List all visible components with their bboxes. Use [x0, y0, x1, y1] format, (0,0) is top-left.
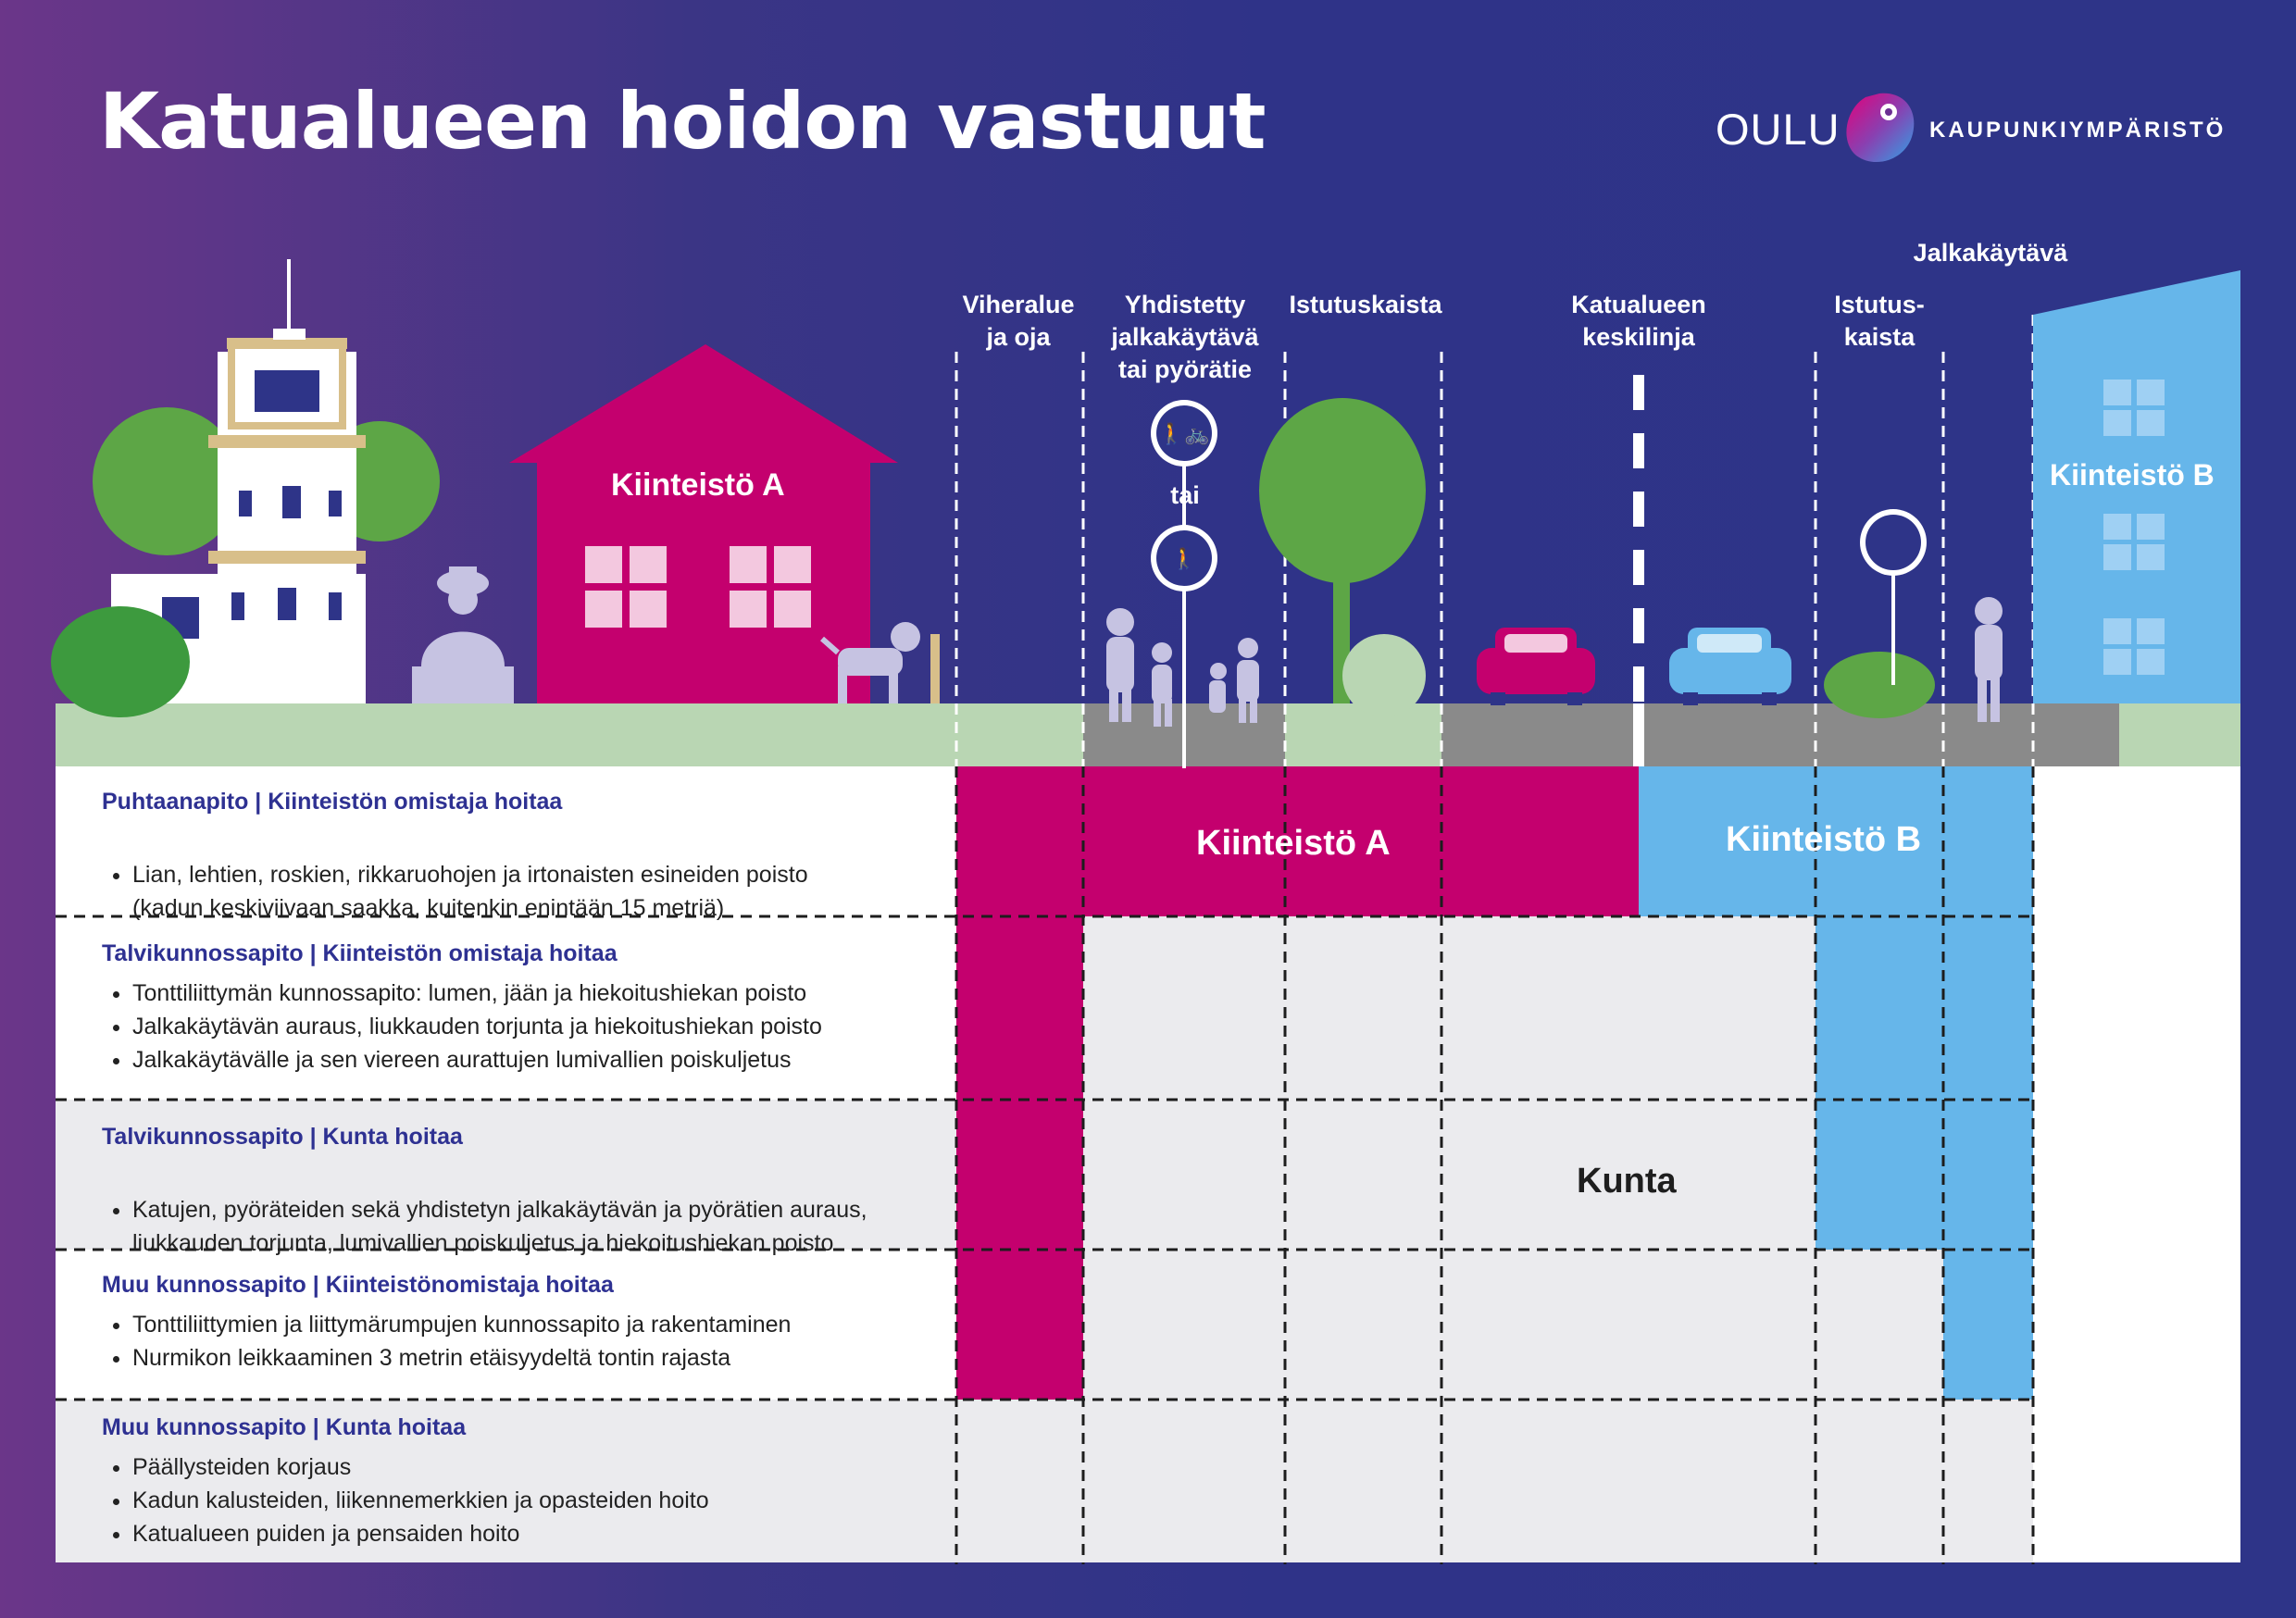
logo-oulu-text: OULU [1716, 105, 1841, 154]
list-item: Tonttiliittymän kunnossapito: lumen, jää… [132, 977, 935, 1010]
area-label-b: Kiinteistö B [1726, 820, 1922, 859]
header-jalkakaytava: Jalkakäytävä [1913, 239, 2068, 267]
row-title: Muu kunnossapito | Kiinteistönomistaja h… [102, 1272, 614, 1298]
list-item: Lian, lehtien, roskien, rikkaruohojen ja… [132, 858, 935, 925]
row-title: Talvikunnossapito | Kiinteistön omistaja… [102, 940, 618, 966]
svg-text:🚶🚲: 🚶🚲 [1159, 422, 1210, 446]
centerline-road [1633, 703, 1644, 766]
list-item: Katujen, pyöräteiden sekä yhdistetyn jal… [132, 1193, 954, 1260]
list-item: Jalkakäytävälle ja sen viereen aurattuje… [132, 1043, 935, 1077]
property-b-planting-area [1816, 916, 2033, 1250]
header-istutuskaista: Istutuskaista [1289, 291, 1442, 318]
statue-figure [412, 566, 514, 703]
list-item: Katualueen puiden ja pensaiden hoito [132, 1517, 935, 1550]
dog-figure [820, 622, 920, 703]
row-other-municipality: Muu kunnossapito | Kunta hoitaa Päällyst… [102, 1414, 935, 1550]
house-a [509, 344, 898, 703]
list-item: Tonttiliittymien ja liittymärumpujen kun… [132, 1308, 935, 1341]
car-icon-blue [1669, 628, 1791, 705]
list-item: Jalkakäytävän auraus, liukkauden torjunt… [132, 1010, 935, 1043]
property-a-cleaning-area [956, 766, 1639, 916]
row-title: Puhtaanapito | Kiinteistön omistaja hoit… [102, 789, 563, 815]
svg-text:🚶: 🚶 [1171, 547, 1196, 571]
list-item: Kadun kalusteiden, liikennemerkkien ja o… [132, 1484, 935, 1517]
property-b-cleaning-area [1639, 766, 2033, 916]
page-title: Katualueen hoidon vastuut [99, 76, 1267, 167]
pedestrian-b [1975, 597, 2003, 722]
bush [1342, 634, 1426, 717]
area-label-kunta: Kunta [1577, 1162, 1677, 1201]
header-tai: tai [1170, 481, 1200, 509]
row-other-owner: Muu kunnossapito | Kiinteistönomistaja h… [102, 1272, 935, 1375]
building-b [2033, 270, 2240, 703]
list-item: Nurmikon leikkaaminen 3 metrin etäisyyde… [132, 1341, 935, 1375]
row-winter-municipality: Talvikunnossapito | Kunta hoitaa Katujen… [102, 1124, 954, 1293]
house-a-label: Kiinteistö A [611, 467, 785, 503]
shrub-b [1824, 652, 1935, 718]
logo-subtitle: KAUPUNKIYMPÄRISTÖ [1929, 118, 2227, 143]
row-title: Muu kunnossapito | Kunta hoitaa [102, 1414, 467, 1440]
centerline-dashes [1633, 375, 1644, 702]
car-icon-red [1477, 628, 1595, 705]
building-b-label: Kiinteistö B [2050, 458, 2215, 492]
oulu-logo-icon [1846, 93, 1915, 163]
area-label-a: Kiinteistö A [1196, 824, 1391, 863]
row-winter-owner: Talvikunnossapito | Kiinteistön omistaja… [102, 940, 935, 1077]
road-surface-a [1441, 703, 1816, 766]
row-title: Talvikunnossapito | Kunta hoitaa [102, 1124, 463, 1150]
villa-building [51, 259, 440, 717]
property-b-sidewalk-area [1943, 1250, 2033, 1400]
row-cleaning: Puhtaanapito | Kiinteistön omistaja hoit… [102, 789, 935, 958]
list-item: Päällysteiden korjaus [132, 1450, 935, 1484]
property-a-verge-area [956, 916, 1083, 1400]
header-istutus-kaista: Istutus-kaista [1834, 291, 1925, 351]
sidewalk-surface [1943, 703, 2033, 766]
pedestrians-group [1106, 608, 1259, 727]
